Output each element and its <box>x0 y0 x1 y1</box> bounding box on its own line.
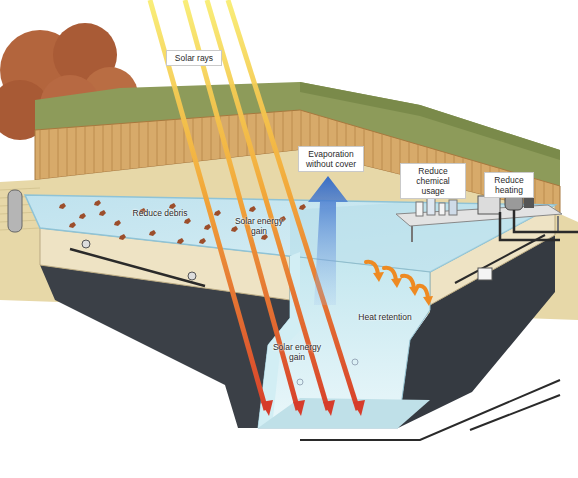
wall-pipe <box>70 249 205 286</box>
fence-plank <box>85 126 86 174</box>
leaf <box>99 210 106 216</box>
illustration-label: Solar energy gain <box>270 342 324 362</box>
fence-plank <box>238 115 239 157</box>
solar-ray <box>228 0 358 410</box>
pipe <box>470 395 560 430</box>
leaf <box>69 222 76 228</box>
illustration-label: Reduce debris <box>122 208 198 218</box>
skimmer <box>478 268 492 280</box>
heat-head <box>423 296 433 306</box>
ray-head <box>323 400 335 416</box>
fence-plank <box>139 122 140 168</box>
fence-plank <box>49 129 50 178</box>
leaf <box>59 203 66 209</box>
leaf <box>119 234 126 240</box>
fence-plank <box>292 111 293 151</box>
pump-motor <box>524 198 534 208</box>
leaf <box>114 220 121 226</box>
fence-plank <box>130 123 131 169</box>
heat-head <box>391 278 402 288</box>
callout-text: Reduce chemical usage <box>404 166 462 196</box>
heat-head <box>409 286 420 296</box>
chemical-bottle <box>427 198 435 215</box>
fence-plank <box>175 119 176 164</box>
fence-plank <box>58 128 59 177</box>
wall-fitting <box>82 240 90 248</box>
fence-plank <box>157 121 158 166</box>
filter-unit <box>478 196 500 214</box>
heat-arrow <box>402 276 414 288</box>
fence-plank <box>76 127 77 175</box>
fence-plank <box>283 111 284 152</box>
fence-plank <box>121 124 122 171</box>
leaf <box>231 226 238 232</box>
leaf <box>177 238 184 244</box>
table-leg <box>411 226 413 242</box>
callout-box: Reduce heating <box>484 172 534 198</box>
fence-plank <box>94 126 95 174</box>
fence-plank <box>301 110 302 150</box>
leaf <box>249 206 256 212</box>
cover-roller <box>8 190 22 232</box>
pipe <box>500 212 560 240</box>
leaf <box>184 218 191 224</box>
solar-ray <box>207 0 328 410</box>
fence-plank <box>481 163 482 195</box>
fence-plank <box>40 130 41 180</box>
chemical-bottle <box>449 200 457 215</box>
callout-box: Solar rays <box>166 50 222 66</box>
ray-head <box>261 400 273 416</box>
fence-plank <box>373 131 374 168</box>
heat-heads <box>373 272 433 306</box>
deck-tile <box>0 188 40 190</box>
heat-arrows <box>366 262 428 298</box>
pipe <box>514 210 578 232</box>
pipe <box>300 380 560 440</box>
chemical-bottle <box>416 202 423 216</box>
heat-head <box>373 272 384 282</box>
water-section <box>258 256 430 428</box>
table-leg <box>557 216 559 232</box>
leaf <box>204 224 211 230</box>
pool-floor <box>258 398 430 428</box>
heat-arrow <box>418 286 428 298</box>
leaf <box>79 213 86 219</box>
fence-plank <box>382 134 383 170</box>
chemical-bottle <box>439 203 445 215</box>
fence-plank <box>112 124 113 171</box>
leaf <box>214 210 221 216</box>
wall-fitting <box>188 272 196 280</box>
fence-plank <box>211 117 212 160</box>
callout-text: Solar rays <box>170 53 218 63</box>
leaf <box>299 204 306 210</box>
leaf <box>199 238 206 244</box>
fence-plank <box>148 121 149 167</box>
heat-arrow <box>384 268 396 280</box>
evaporation-arrow <box>308 176 348 305</box>
heat-arrow <box>366 262 378 274</box>
fence-plank <box>166 120 167 165</box>
callout-text: Evaporation without cover <box>302 149 360 169</box>
fence-plank <box>67 128 68 177</box>
main-drain <box>352 359 358 365</box>
fence-plank <box>103 125 104 172</box>
fence-plank <box>256 113 257 155</box>
illustration-label: Solar energy gain <box>232 216 286 236</box>
fence-plank <box>391 137 392 173</box>
ray-head <box>293 400 305 416</box>
callout-text: Reduce heating <box>488 175 530 195</box>
fence-plank <box>535 179 536 208</box>
illustration-label: Heat retention <box>348 312 422 322</box>
main-drain <box>297 379 303 385</box>
callout-box: Reduce chemical usage <box>400 163 466 199</box>
pool-equipment <box>396 194 578 280</box>
leaf <box>149 230 156 236</box>
ray-head <box>353 400 365 416</box>
leaf <box>94 200 101 206</box>
fence-plank <box>202 117 203 161</box>
callout-box: Evaporation without cover <box>298 146 364 172</box>
fence-plank <box>472 160 473 192</box>
